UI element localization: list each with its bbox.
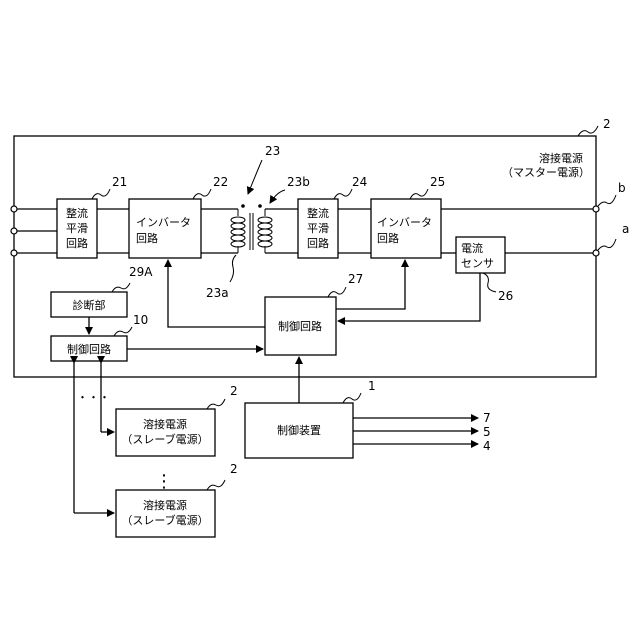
inv2-line1: インバータ	[377, 216, 432, 229]
rect1-line2: 平滑	[66, 222, 88, 235]
horizontal-ellipsis: ・・・	[77, 391, 110, 404]
secondary-ref-arrow	[270, 190, 285, 203]
terminal-b-label: b	[618, 181, 626, 195]
inv1-line1: インバータ	[136, 216, 191, 229]
master-ref: 2	[603, 117, 611, 131]
control-device-ref-leader	[343, 393, 361, 403]
ctrl-main-ref-leader	[328, 287, 346, 297]
slave1-line2: （スレーブ電源）	[121, 432, 208, 446]
transformer-23	[231, 204, 272, 253]
rect1-ref-leader	[92, 189, 110, 199]
diag-ref: 29A	[129, 265, 153, 279]
master-title-line1: 溶接電源	[539, 151, 583, 165]
slave2-ref-leader	[207, 480, 225, 490]
terminal-b-leader	[598, 195, 616, 206]
inv2-ref: 25	[430, 175, 445, 189]
input-terminal-top	[11, 206, 17, 212]
inv1-ref: 22	[213, 175, 228, 189]
rect1-line1: 整流	[66, 206, 88, 220]
slave1-ref: 2	[230, 384, 238, 398]
rect2-ref-leader	[334, 189, 352, 199]
slave2-line1: 溶接電源	[143, 498, 187, 512]
diag-label: 診断部	[73, 298, 106, 312]
ctrl10-ref: 10	[133, 313, 148, 327]
ctrl-to-inv2-arrow	[336, 260, 405, 309]
rect2-ref: 24	[352, 175, 367, 189]
rect2-line3: 回路	[307, 237, 329, 250]
primary-ref-leader	[230, 255, 236, 282]
rect2-line2: 平滑	[307, 222, 329, 235]
sensor-line1: 電流	[461, 241, 483, 255]
diag-ref-leader	[112, 283, 130, 292]
slave2-ref: 2	[230, 462, 238, 476]
slave1-line1: 溶接電源	[143, 417, 187, 431]
control-device-label: 制御装置	[277, 423, 321, 437]
rect1-ref: 21	[112, 175, 127, 189]
sensor-ref-leader	[483, 273, 496, 292]
control-device-ref: 1	[368, 379, 376, 393]
slave2-line2: （スレーブ電源）	[121, 513, 208, 527]
rect2-line1: 整流	[307, 206, 329, 220]
sensor-ref: 26	[498, 289, 513, 303]
vertical-ellipsis: ⋮	[155, 471, 173, 492]
terminal-a-label: a	[622, 222, 629, 236]
primary-ref: 23a	[206, 286, 229, 300]
inv1-line2: 回路	[136, 232, 158, 245]
output-label-5: 5	[483, 425, 491, 439]
terminal-b	[593, 206, 599, 212]
output-label-4: 4	[483, 439, 491, 453]
ctrl10-label: 制御回路	[67, 342, 111, 356]
sensor-line2: センサ	[461, 257, 494, 270]
input-terminal-mid	[11, 228, 17, 234]
inv2-line2: 回路	[377, 232, 399, 245]
inv2-ref-leader	[410, 189, 428, 199]
ctrl-main-label: 制御回路	[278, 319, 322, 333]
ctrl-main-ref: 27	[348, 272, 363, 286]
input-terminal-bot	[11, 250, 17, 256]
master-ref-leader	[578, 126, 598, 136]
transformer-ref-arrow	[248, 160, 262, 194]
ctrl10-ref-leader	[114, 327, 132, 336]
rect1-line3: 回路	[66, 237, 88, 250]
slave1-ref-leader	[207, 399, 225, 409]
master-title-line2: （マスター電源）	[502, 165, 590, 179]
terminal-a-leader	[598, 239, 616, 250]
secondary-ref: 23b	[287, 175, 310, 189]
transformer-ref: 23	[265, 144, 280, 158]
output-label-7: 7	[483, 411, 491, 425]
inv1-ref-leader	[193, 189, 211, 199]
terminal-a	[593, 250, 599, 256]
